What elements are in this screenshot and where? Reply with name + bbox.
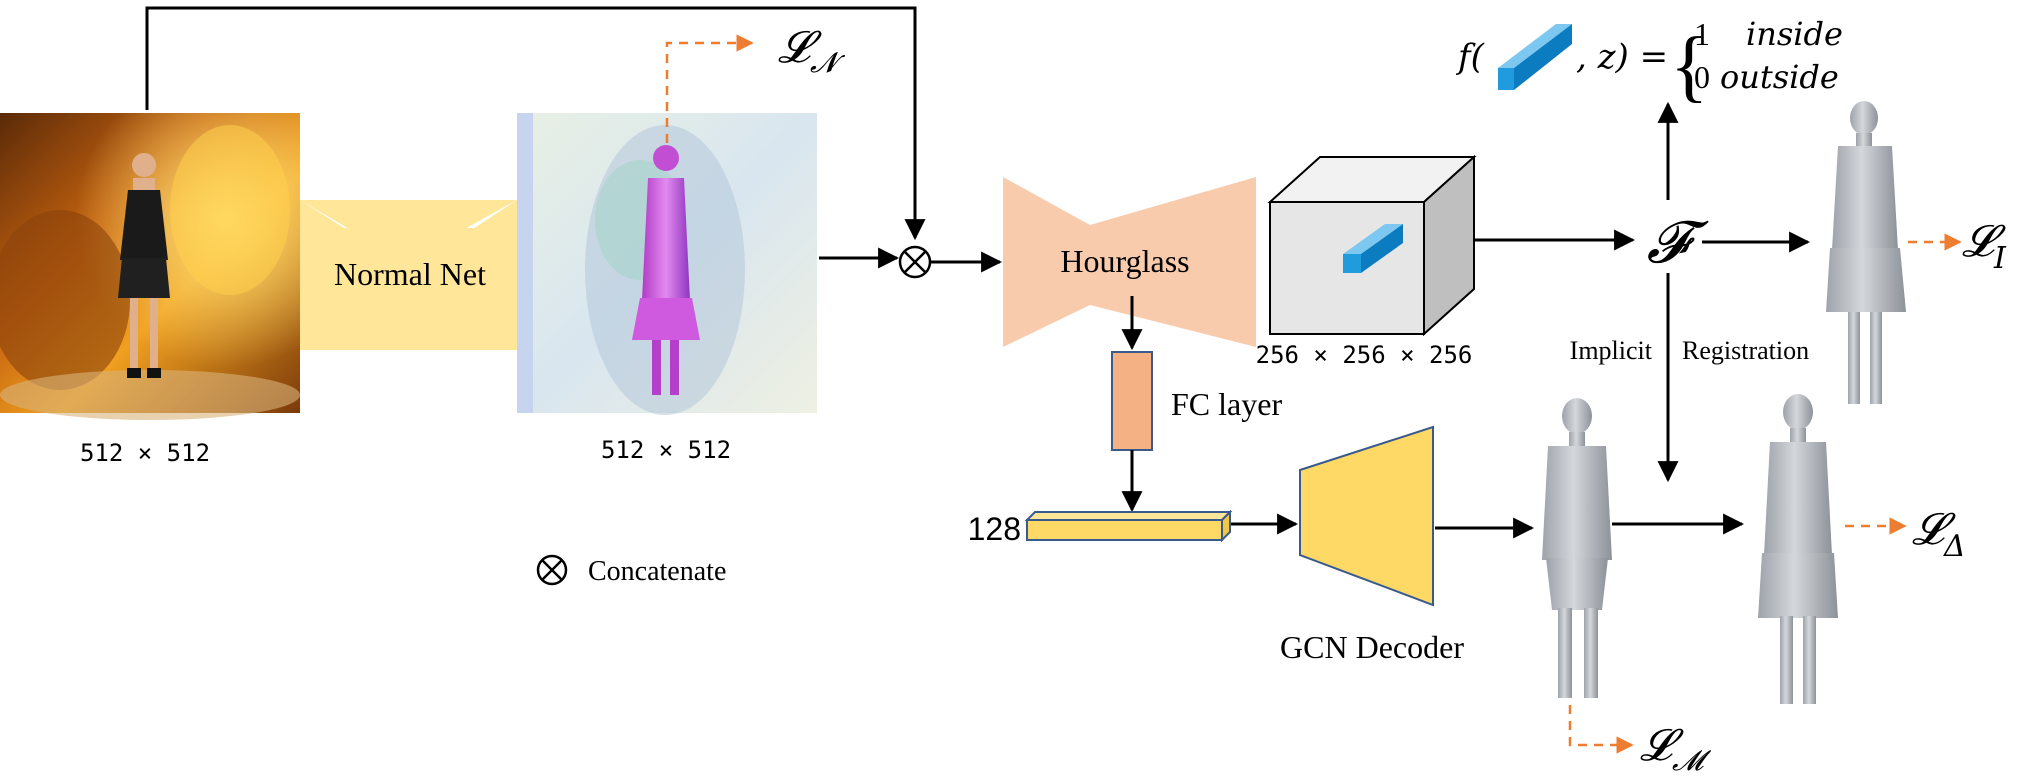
- gcn-decoder-block: [1299, 425, 1434, 607]
- concatenate-legend-symbol: [536, 554, 568, 586]
- occupancy-voxel-icon: [1498, 24, 1572, 90]
- concatenate-legend: Concatenate: [536, 554, 726, 587]
- hourglass-label: Hourglass: [1060, 243, 1189, 279]
- feature-vector-bar: [1024, 509, 1233, 543]
- svg-text:f(: f(: [1455, 37, 1485, 77]
- delta-loss-label: 𝓛Δ: [1912, 504, 1966, 564]
- hourglass-block: [1003, 177, 1256, 347]
- input-size-label: 512 × 512: [80, 439, 210, 467]
- implicit-function-symbol: 𝓕: [1647, 208, 1710, 276]
- fc-layer-block: [1111, 351, 1153, 451]
- occupancy-equation: f( , z) = { 1 inside 0 outside: [1455, 15, 1843, 110]
- mesh-loss-arrow: [1568, 705, 1634, 754]
- normal-loss-arrow: [665, 34, 754, 143]
- svg-text:, z) =: , z) =: [1576, 37, 1668, 77]
- svg-text:inside: inside: [1746, 15, 1843, 53]
- normal-loss-label: 𝓛𝓝: [778, 22, 846, 79]
- svg-text:0: 0: [1694, 59, 1710, 95]
- registration-label: Registration: [1682, 336, 1809, 365]
- normal-net-label: Normal Net: [334, 256, 486, 292]
- svg-text:1: 1: [1694, 16, 1710, 52]
- concatenate-symbol: [898, 245, 932, 279]
- gcn-mesh-figure: [1542, 398, 1612, 698]
- normal-map-image: [517, 113, 817, 415]
- implicit-loss-label: 𝓛I: [1962, 216, 2007, 276]
- svg-text:outside: outside: [1720, 58, 1839, 96]
- implicit-mesh-figure: [1826, 101, 1906, 404]
- registered-mesh-figure: [1758, 394, 1838, 704]
- input-image: [0, 113, 300, 420]
- fc-layer-label: FC layer: [1171, 386, 1282, 422]
- voxel-block-icon: [1343, 224, 1403, 273]
- svg-text:{: {: [1670, 22, 1708, 110]
- implicit-label: Implicit: [1570, 336, 1653, 365]
- volume-size-label: 256 × 256 × 256: [1256, 341, 1473, 369]
- gcn-decoder-label: GCN Decoder: [1280, 629, 1464, 665]
- feature-dim-label: 128: [968, 511, 1021, 547]
- normal-size-label: 512 × 512: [601, 436, 731, 464]
- skip-connection-arrow: [145, 6, 926, 241]
- concatenate-legend-label: Concatenate: [588, 556, 726, 587]
- mesh-loss-label: 𝓛𝓜: [1640, 720, 1712, 777]
